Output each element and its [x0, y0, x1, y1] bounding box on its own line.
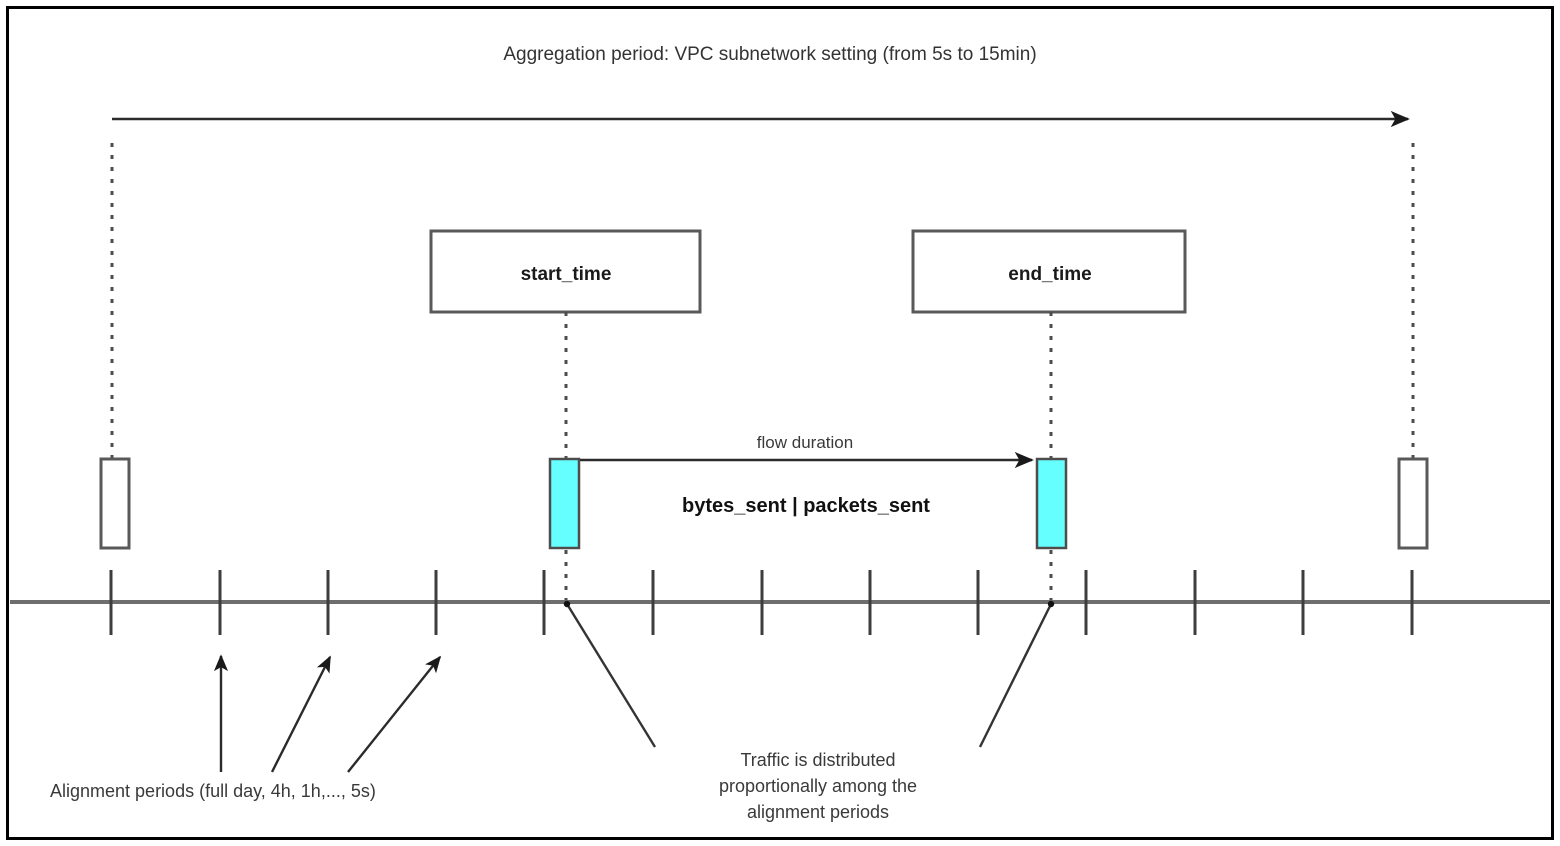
image-frame — [6, 6, 1554, 840]
flow-end-bar — [1035, 457, 1068, 550]
aggregation-end-period-rect — [1397, 457, 1429, 550]
alignment-arrow-diagonal-1 — [270, 655, 332, 773]
distribution-leader-left — [565, 603, 657, 748]
distribution-note-line-1: Traffic is distributed — [740, 750, 895, 770]
end-time-box-label: end_time — [1008, 264, 1091, 285]
diagram-title: Aggregation period: VPC subnetwork setti… — [503, 44, 1036, 65]
aggregation-start-period-rect — [99, 457, 131, 550]
distribution-note-line-2: proportionally among the — [719, 776, 917, 796]
distribution-leader-right — [978, 603, 1053, 748]
alignment-arrow-diagonal-2 — [347, 655, 442, 773]
alignment-periods-note: Alignment periods (full day, 4h, 1h,...,… — [50, 781, 376, 801]
distribution-note-line-3: alignment periods — [747, 802, 889, 822]
flow-metrics-label: bytes_sent | packets_sent — [682, 495, 930, 517]
end-time-box[interactable] — [911, 229, 1187, 314]
distribution-leader-left-dot — [563, 600, 571, 608]
alignment-period-callout-arrows — [213, 654, 442, 773]
flow-duration-label: flow duration — [757, 433, 853, 452]
timeline-ticks — [109, 570, 1414, 635]
flow-start-bar — [548, 457, 581, 550]
start-time-box-label: start_time — [521, 264, 612, 285]
distribution-leader-lines — [563, 600, 1055, 748]
distribution-leader-right-dot — [1047, 600, 1055, 608]
